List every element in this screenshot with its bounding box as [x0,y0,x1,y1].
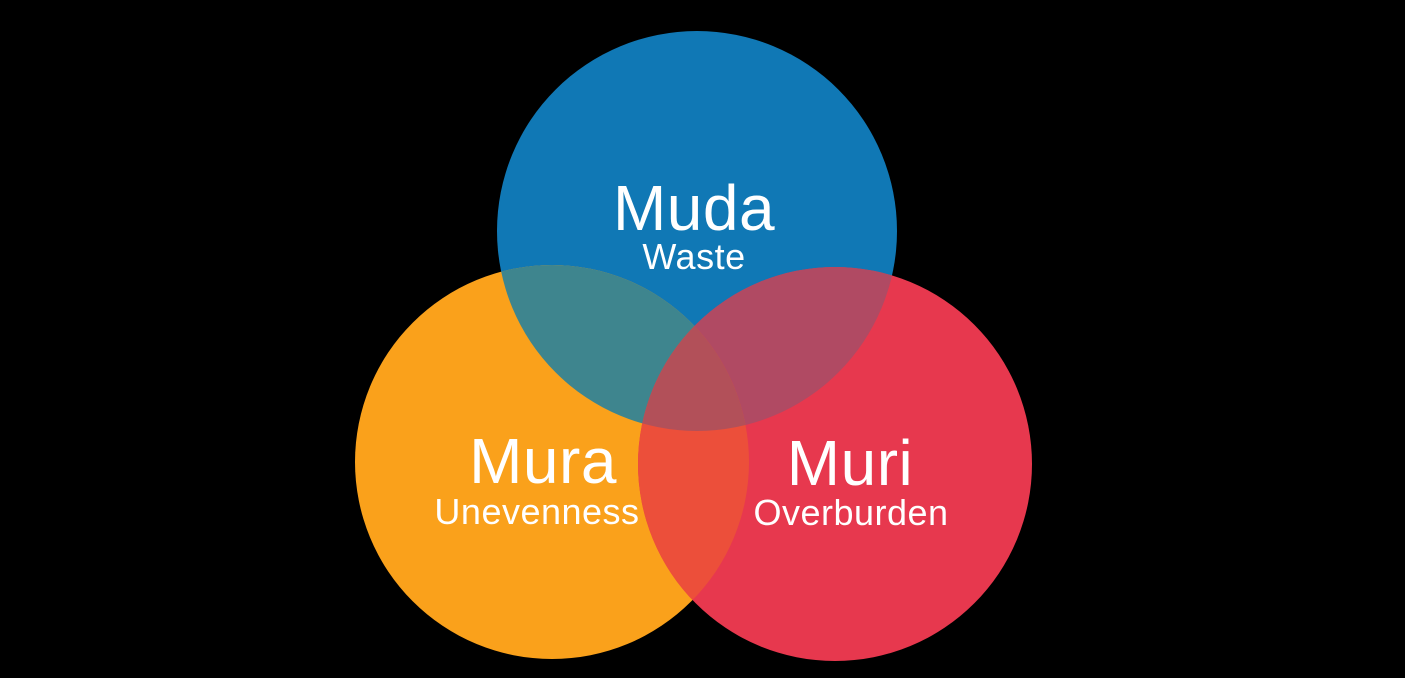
mura-sublabel: Unevenness [434,491,640,532]
muda-mura-overlap [497,265,749,431]
muda-label: Muda [612,172,776,244]
muda-muri-overlap [638,267,897,431]
muda-sublabel: Waste [642,236,746,277]
muri-sublabel: Overburden [753,492,949,533]
mura-label: Mura [469,425,617,497]
muri-label: Muri [786,427,914,499]
